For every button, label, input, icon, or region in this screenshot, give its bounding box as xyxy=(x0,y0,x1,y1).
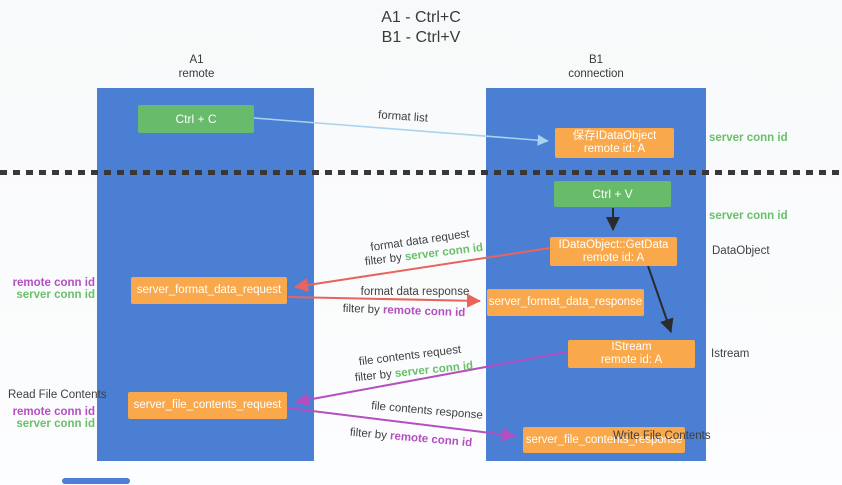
label-format-data-response: format data response xyxy=(361,286,470,298)
filter-prefix: filter by xyxy=(354,368,396,385)
node-getdata-line1: IDataObject::GetData xyxy=(558,238,669,251)
filter-key-remote-conn-id: remote conn id xyxy=(389,430,473,450)
node-server-file-contents-response-label: server_file_contents_response xyxy=(525,433,683,446)
label-read-file-contents: Read File Contents xyxy=(8,389,107,401)
lane-a1-name: A1 xyxy=(189,54,204,66)
node-istream-line1: IStream xyxy=(611,341,652,353)
label-format-data-response-filter: filter by remote conn id xyxy=(342,303,465,319)
node-ctrl-v-label: Ctrl + V xyxy=(592,186,633,201)
node-save-dataobject: 保存IDataObject remote id: A xyxy=(555,128,674,158)
node-server-format-data-request: server_format_data_request xyxy=(131,277,287,304)
label-remote-conn-id-left-bottom: remote conn id xyxy=(12,406,95,418)
label-file-contents-response-filter: filter by remote conn id xyxy=(349,427,472,450)
label-file-contents-response: file contents response xyxy=(371,400,483,422)
node-getdata-line2: remote id: A xyxy=(582,251,645,264)
label-server-conn-id-mid-right: server conn id xyxy=(709,210,788,222)
lane-b1-name: B1 xyxy=(588,54,604,66)
label-server-conn-id-top-right: server conn id xyxy=(709,132,788,144)
filter-prefix: filter by xyxy=(349,426,391,443)
node-server-format-data-response: server_format_data_response xyxy=(487,289,644,316)
title-line-1: A1 - Ctrl+C xyxy=(381,9,461,26)
node-save-dataobject-line2: remote id: A xyxy=(583,143,646,155)
label-format-data-response-text: format data response xyxy=(360,286,470,298)
label-conn-ids-left-bottom: remote conn id server conn id xyxy=(0,406,95,430)
session-divider-dotted-line xyxy=(0,170,842,175)
filter-key-remote-conn-id: remote conn id xyxy=(382,304,466,320)
node-ctrl-c-label: Ctrl + C xyxy=(175,111,217,126)
label-istream: Istream xyxy=(711,348,750,360)
label-write-file-contents: Write File Contents xyxy=(613,430,711,442)
diagram-title: A1 - Ctrl+C B1 - Ctrl+V xyxy=(0,8,842,48)
label-dataobject: DataObject xyxy=(712,245,770,257)
node-server-file-contents-request-label: server_file_contents_request xyxy=(133,399,282,411)
node-ctrl-v: Ctrl + V xyxy=(554,181,671,207)
label-server-conn-id-left-top: server conn id xyxy=(16,289,95,301)
node-server-file-contents-request: server_file_contents_request xyxy=(128,392,287,419)
label-conn-ids-left-top: remote conn id server conn id xyxy=(0,277,95,301)
node-getdata: IDataObject::GetData remote id: A xyxy=(550,237,677,266)
node-ctrl-c: Ctrl + C xyxy=(138,105,254,133)
node-istream-line2: remote id: A xyxy=(600,354,663,366)
label-format-list-text: format list xyxy=(377,109,429,125)
label-remote-conn-id-left-top: remote conn id xyxy=(12,277,95,289)
lane-b1-role: connection xyxy=(568,68,624,80)
filter-prefix: filter by xyxy=(342,302,384,317)
title-line-2: B1 - Ctrl+V xyxy=(381,29,461,46)
filter-key-server-conn-id: server conn id xyxy=(394,359,474,380)
lane-header-a1: A1 remote xyxy=(88,53,305,81)
node-server-format-data-response-label: server_format_data_response xyxy=(488,296,643,308)
node-save-dataobject-line1: 保存IDataObject xyxy=(572,130,657,142)
horizontal-scrollbar-thumb[interactable] xyxy=(62,478,130,484)
label-format-list: format list xyxy=(378,109,429,124)
lane-header-b1: B1 connection xyxy=(486,53,706,81)
node-istream: IStream remote id: A xyxy=(568,340,695,368)
node-server-file-contents-response: server_file_contents_response xyxy=(523,427,685,453)
label-file-contents-response-text: file contents response xyxy=(370,400,484,422)
label-server-conn-id-left-bottom: server conn id xyxy=(16,418,95,430)
node-server-format-data-request-label: server_format_data_request xyxy=(136,284,282,296)
lane-a1-role: remote xyxy=(178,68,215,80)
